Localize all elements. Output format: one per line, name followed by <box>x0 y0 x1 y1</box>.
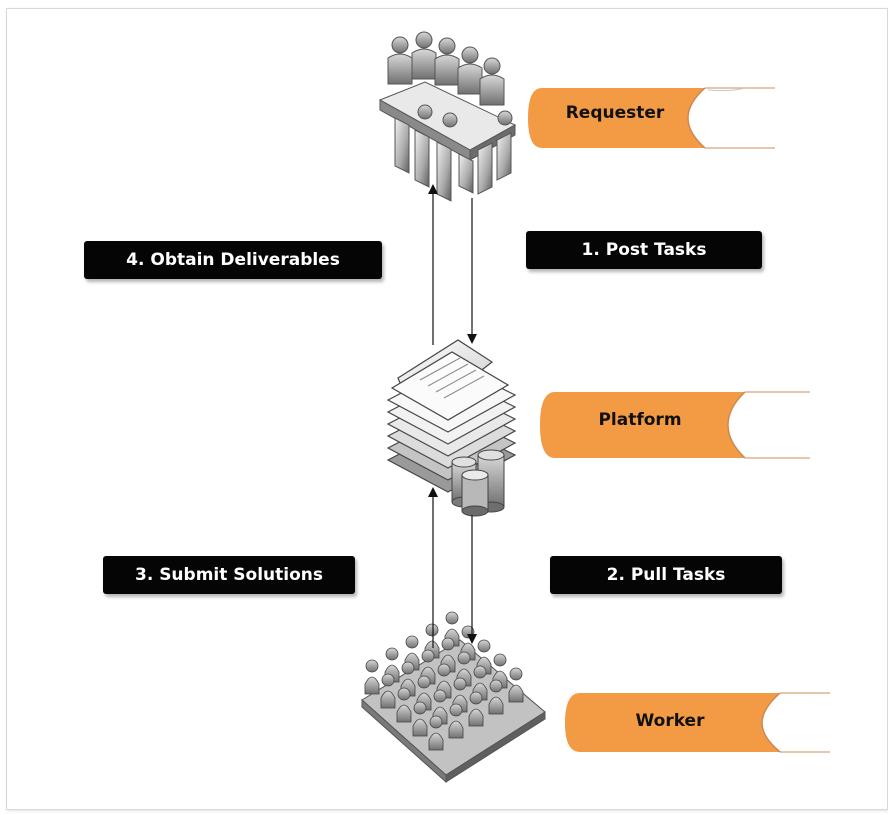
crowd-person-body <box>396 704 412 723</box>
crowd-person-head <box>457 651 471 665</box>
crowd-person-body <box>412 718 428 737</box>
crowd-person-head <box>449 703 463 717</box>
crowd-person-head <box>493 653 507 667</box>
role-label-requester-text: Requester <box>565 103 665 123</box>
crowd-person-head <box>433 689 447 703</box>
crowd-person-head <box>441 637 455 651</box>
crowd-person-head <box>445 611 459 625</box>
crowd-icon <box>361 611 546 784</box>
crowd-person-body <box>488 696 504 715</box>
crowd-person-head <box>489 679 503 693</box>
crowd-person-head <box>405 635 419 649</box>
crowd-person-head <box>469 691 483 705</box>
flow-arrows <box>428 184 477 648</box>
crowd-person-head <box>425 623 439 637</box>
crowd-person-body <box>380 690 396 709</box>
crowd-person-body <box>428 732 444 751</box>
role-label-platform: Platform <box>555 395 725 445</box>
crowd-person-head <box>509 667 523 681</box>
step-label-submit-solutions: 3. Submit Solutions <box>103 556 355 594</box>
crowd-person-head <box>365 659 379 673</box>
role-label-worker-text: Worker <box>635 711 705 731</box>
crowd-person-body <box>468 708 484 727</box>
crowd-person-body <box>364 676 380 695</box>
crowd-person-head <box>417 675 431 689</box>
step-label-pull-tasks: 2. Pull Tasks <box>550 556 782 594</box>
crowd-person-head <box>477 639 491 653</box>
crowd-person-head <box>401 661 415 675</box>
worker-ribbon <box>565 692 830 753</box>
step-label-post-tasks: 1. Post Tasks <box>526 231 762 269</box>
step-label-obtain-deliverables: 4. Obtain Deliverables <box>84 241 382 279</box>
crowd-person-head <box>421 649 435 663</box>
documents-database-icon <box>386 339 517 517</box>
crowd-person-head <box>473 665 487 679</box>
role-label-requester: Requester <box>540 88 690 138</box>
crowd-person-body <box>448 720 464 739</box>
crowd-person-head <box>437 663 451 677</box>
role-shapes <box>528 87 830 753</box>
role-label-worker: Worker <box>585 696 755 746</box>
crowd-person-head <box>429 715 443 729</box>
crowd-person-head <box>397 687 411 701</box>
platform-ribbon <box>540 391 810 459</box>
requester-ribbon <box>528 87 775 149</box>
meeting-group-icon <box>378 31 517 202</box>
role-label-platform-text: Platform <box>598 410 682 430</box>
crowd-person-body <box>508 684 524 703</box>
crowd-person-head <box>381 673 395 687</box>
crowd-person-head <box>385 647 399 661</box>
crowd-person-head <box>413 701 427 715</box>
crowd-person-head <box>453 677 467 691</box>
